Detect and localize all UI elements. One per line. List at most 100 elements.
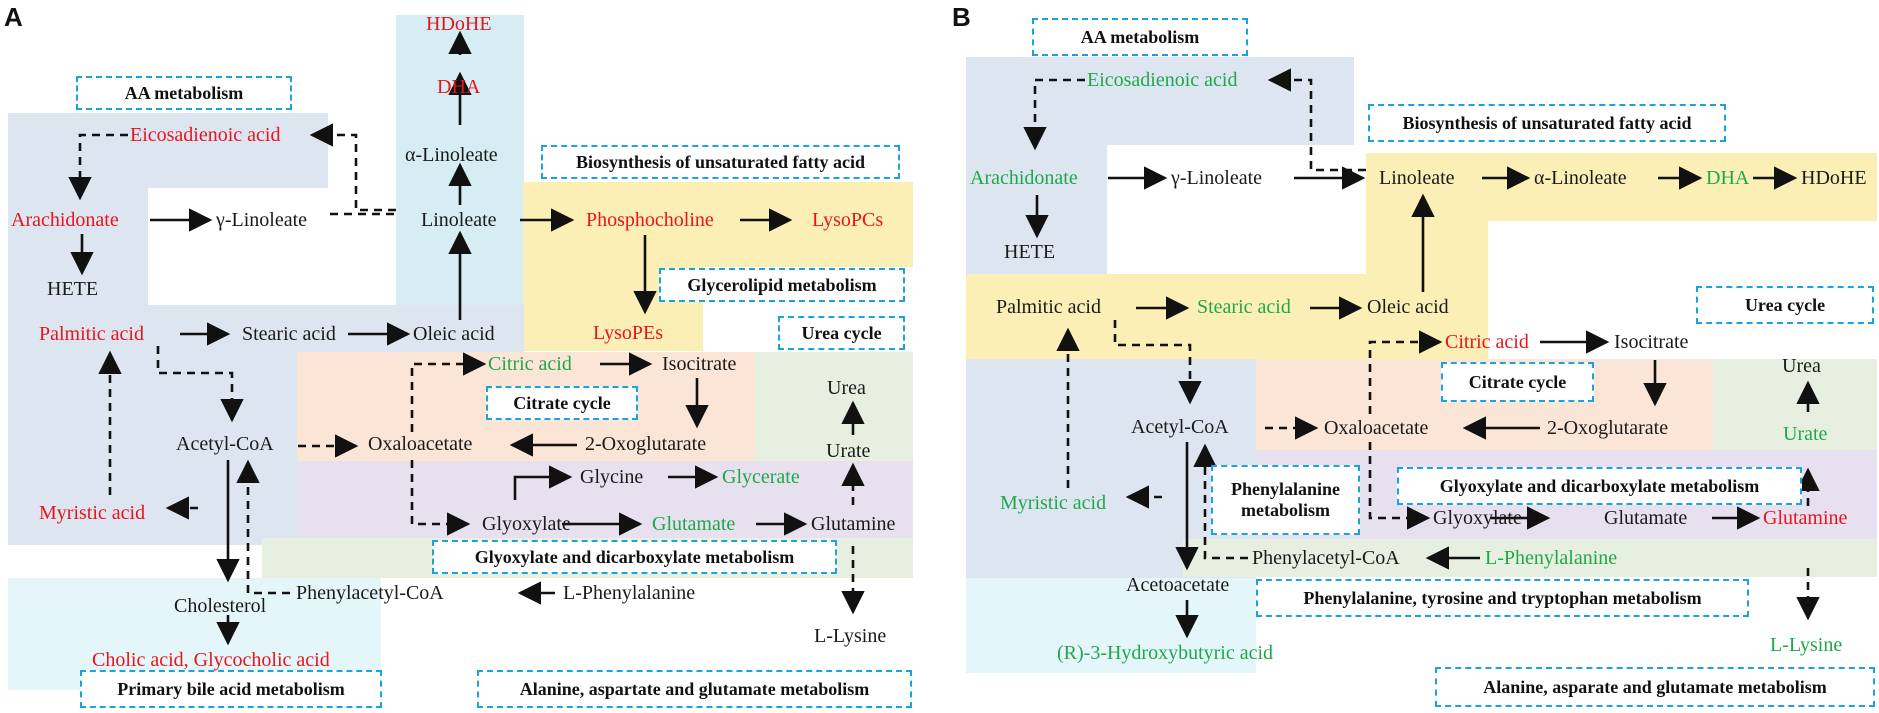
b-box-alanine: Alanine, asparate and glutamate metaboli… [1435,667,1875,707]
a-node-gamma-linoleate: γ-Linoleate [216,209,308,231]
a-node-phosphocholine: Phosphocholine [586,209,714,231]
b-node-hydroxybutyric: (R)-3-Hydroxybutyric acid [1057,642,1274,664]
b-arrow-oxal-citric [1368,330,1443,414]
b-node-hdohe: HDoHE [1801,167,1867,189]
a-box-citrate-cycle: Citrate cycle [486,386,638,420]
a-node-dha: DHA [437,76,481,98]
b-node-acetoacetate: Acetoacetate [1126,574,1230,596]
b-node-isocitrate: Isocitrate [1614,331,1689,353]
a-node-phenylacetyl-coa: Phenylacetyl-CoA [296,582,444,604]
a-box-alanine: Alanine, aspartate and glutamate metabol… [477,670,912,708]
b-node-hete: HETE [1004,241,1056,263]
a-node-myristic: Myristic acid [39,502,146,524]
b-node-oleic: Oleic acid [1367,296,1449,318]
b-box-urea-cycle: Urea cycle [1696,286,1874,324]
a-arrow-eico-arach [68,133,128,201]
b-node-dha: DHA [1706,167,1750,189]
a-arrow-lin-eico [309,123,396,212]
a-region-glyoxylate [297,461,913,539]
b-node-citric: Citric acid [1445,331,1529,353]
b-arrow-phecoa-acetyl [1193,443,1248,560]
a-region-aa-cutout [148,188,328,306]
a-box-urea-cycle: Urea cycle [778,316,905,350]
panel-b-label: B [952,2,971,32]
a-node-hdohe: HDoHE [426,13,492,35]
a-node-glycine: Glycine [580,466,644,488]
panel-a-label: A [4,2,23,32]
b-box-citrate-cycle: Citrate cycle [1441,362,1594,402]
a-arrow-oxal-glyox [410,460,471,536]
b-node-myristic: Myristic acid [1000,492,1107,514]
b-node-stearic: Stearic acid [1197,296,1291,318]
a-node-hete: HETE [47,278,99,300]
a-node-isocitrate: Isocitrate [662,353,737,375]
a-node-lysopcs: LysoPCs [812,209,884,231]
b-node-acetyl-coa: Acetyl-CoA [1131,416,1229,438]
b-region-urea [1713,359,1877,451]
b-node-linoleate: Linoleate [1379,167,1455,189]
a-node-acetyl-coa: Acetyl-CoA [176,433,274,455]
b-box-phe-tyr-trp: Phenylalanine, tyrosine and tryptophan m… [1256,579,1749,617]
a-node-urate: Urate [826,440,871,462]
b-node-alpha-linoleate: α-Linoleate [1534,167,1627,189]
b-node-glutamate: Glutamate [1604,507,1688,529]
b-box-phenylalanine-metabolism: Phenylalanine metabolism [1211,465,1360,535]
a-node-oxaloacetate: Oxaloacetate [368,433,473,455]
a-node-cholesterol: Cholesterol [174,595,267,617]
a-node-palmitic: Palmitic acid [39,323,144,345]
a-arrow-oxal-citric [410,352,487,432]
a-node-stearic: Stearic acid [242,323,336,345]
a-node-glutamate: Glutamate [652,513,736,535]
b-node-oxaloacetate: Oxaloacetate [1324,417,1429,439]
a-node-urea: Urea [827,377,866,399]
b-node-phenylacetyl-coa: Phenylacetyl-CoA [1252,547,1400,569]
b-arrow-lin-eico [1267,68,1366,172]
a-node-arachidonate: Arachidonate [11,209,119,231]
b-node-l-lysine: L-Lysine [1770,634,1843,656]
a-box-unsaturated-fatty-acid: Biosynthesis of unsaturated fatty acid [541,145,900,179]
a-arrow-phecoa-acetyl [236,459,290,595]
a-node-lysopes: LysoPEs [593,322,664,344]
b-region-bile [966,578,1256,673]
a-arrow-gly-branch [513,465,573,500]
b-box-glyoxylate: Glyoxylate and dicarboxylate metabolism [1397,467,1802,505]
b-node-eicosadienoic: Eicosadienoic acid [1087,69,1238,91]
b-box-unsaturated-fatty-acid: Biosynthesis of unsaturated fatty acid [1368,104,1726,142]
b-node-urea: Urea [1782,355,1821,377]
a-node-glycerate: Glycerate [722,466,800,488]
a-region-blue-strip [8,305,524,353]
a-node-citric: Citric acid [488,353,572,375]
b-arrow-oxal-glyox [1368,442,1431,530]
b-node-palmitic: Palmitic acid [996,296,1101,318]
b-box-aa-metabolism: AA metabolism [1032,18,1248,56]
a-region-yellow [523,182,913,267]
b-node-l-phenylalanine: L-Phenylalanine [1485,547,1618,569]
b-region-yellow-strip [966,274,1488,360]
a-node-cholic-acid: Cholic acid, Glycocholic acid [92,649,330,671]
a-node-linoleate: Linoleate [421,209,497,231]
a-node-2-oxoglutarate: 2-Oxoglutarate [585,433,707,455]
b-arrow-eico-arach [1023,78,1085,151]
b-region-phe [1183,539,1877,577]
a-box-bile-acid: Primary bile acid metabolism [80,670,382,708]
a-node-alpha-linoleate: α-Linoleate [405,144,498,166]
b-node-arachidonate: Arachidonate [970,167,1078,189]
b-node-glyoxylate: Glyoxylate [1433,507,1522,529]
a-box-glycerolipid: Glycerolipid metabolism [659,268,905,302]
a-box-aa-metabolism: AA metabolism [76,76,292,110]
a-node-l-lysine: L-Lysine [814,625,887,647]
a-node-l-phenylalanine: L-Phenylalanine [563,582,696,604]
a-region-urea [755,352,913,462]
a-node-oleic: Oleic acid [413,323,495,345]
b-node-gamma-linoleate: γ-Linoleate [1171,167,1263,189]
a-node-eicosadienoic: Eicosadienoic acid [130,124,281,146]
b-arrow-palm-acetyl [1113,320,1202,405]
a-node-glyoxylate: Glyoxylate [482,513,571,535]
b-node-urate: Urate [1783,423,1828,445]
a-box-glyoxylate: Glyoxylate and dicarboxylate metabolism [432,540,837,574]
b-node-glutamine: Glutamine [1763,507,1848,529]
a-arrow-palm-acetyl [156,346,244,423]
b-node-2-oxoglutarate: 2-Oxoglutarate [1547,417,1669,439]
